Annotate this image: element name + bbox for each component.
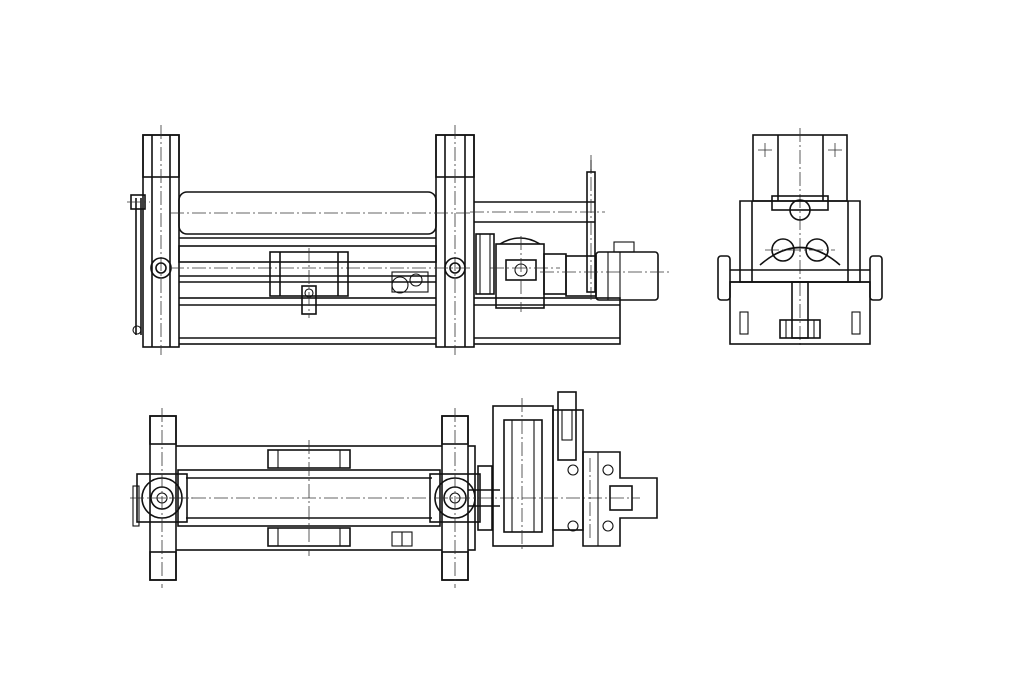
top-roll [170,469,640,527]
top-motor [567,451,658,547]
side-left-bracket [717,255,731,301]
side-view [717,128,883,345]
top-guide-rail [470,155,605,300]
top-coupling [477,465,493,531]
left-adjust-rod [127,194,150,335]
upper-roll [170,191,470,239]
right-upright [435,125,475,355]
left-upright [142,125,180,355]
top-left-upright [130,408,195,588]
coupling [475,233,495,295]
center-support [269,248,349,318]
small-gear [391,271,429,294]
lower-roll [170,245,470,283]
side-right-bracket [869,255,883,301]
motor [540,241,670,301]
front-view [127,125,670,355]
top-brackets [267,440,413,556]
top-view [130,391,658,588]
gearbox [490,236,560,312]
top-gearbox [492,391,584,552]
